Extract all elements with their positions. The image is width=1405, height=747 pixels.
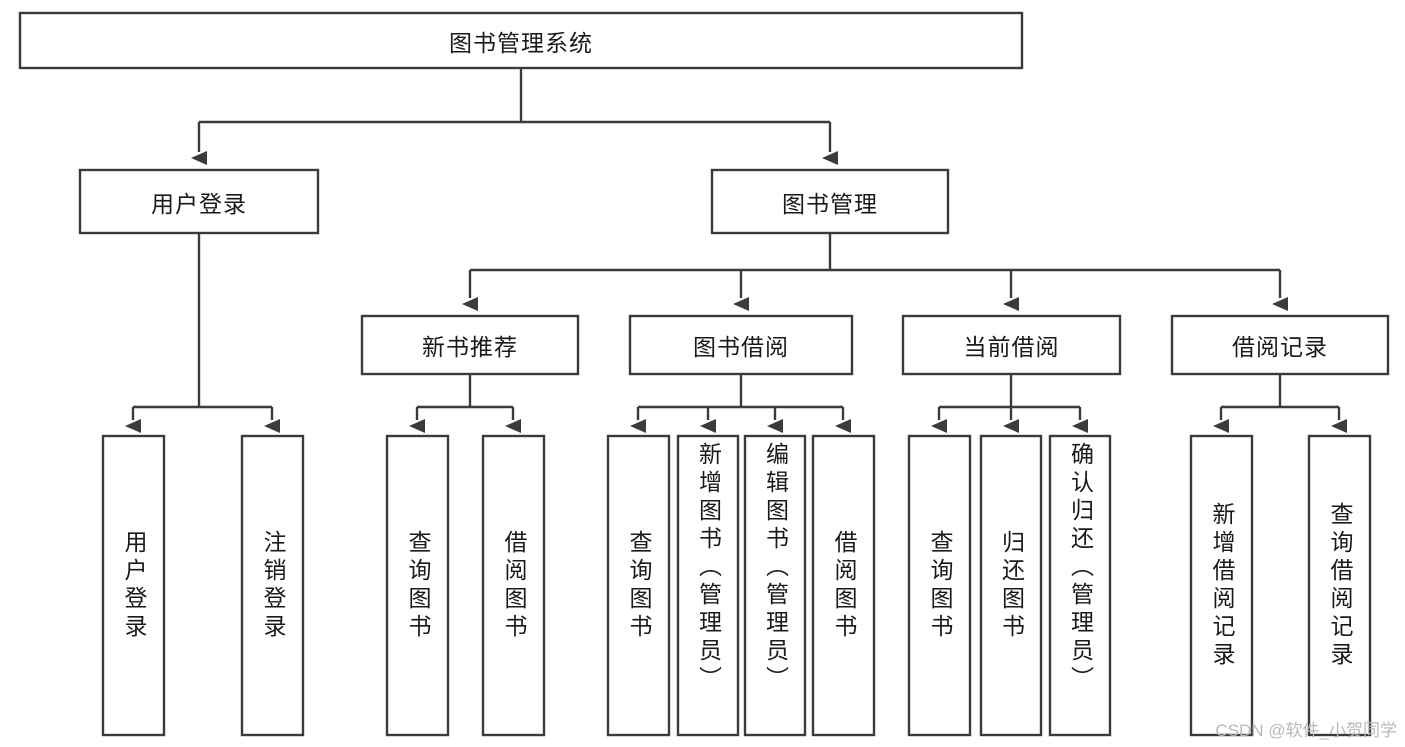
node-leaf-add-borrow-record-box[interactable] — [1189, 434, 1254, 737]
node-leaf-add-book-box[interactable] — [676, 434, 740, 737]
node-leaf-borrow-book-recommend-box[interactable] — [481, 434, 546, 737]
node-leaf-query-borrow-record-box[interactable] — [1307, 434, 1372, 737]
node-leaf-query-book-recommend-box[interactable] — [385, 434, 450, 737]
connector-group-book-manage — [462, 233, 1288, 311]
node-root-box[interactable] — [18, 11, 1024, 70]
node-leaf-borrow-book-box[interactable] — [811, 434, 876, 737]
node-book-borrow-box[interactable] — [628, 314, 854, 376]
connector-group-root — [191, 68, 838, 165]
node-leaf-edit-book-box[interactable] — [743, 434, 807, 737]
connector-group-borrow-record — [1213, 374, 1347, 433]
node-leaf-return-book-box[interactable] — [979, 434, 1043, 737]
node-leaf-query-book-borrow-box[interactable] — [606, 434, 671, 737]
node-leaf-query-book-current-box[interactable] — [907, 434, 972, 737]
connector-group-current-borrow — [931, 374, 1088, 433]
node-leaf-user-login-box[interactable] — [101, 434, 166, 737]
connector-group-user-login — [125, 233, 280, 433]
node-user-login-box[interactable] — [78, 168, 320, 235]
connector-group-new-book-recommend — [409, 374, 521, 433]
node-borrow-record-box[interactable] — [1170, 314, 1390, 376]
node-new-book-recommend-box[interactable] — [360, 314, 580, 376]
node-leaf-logout-login-box[interactable] — [240, 434, 305, 737]
node-leaf-confirm-return-box[interactable] — [1048, 434, 1112, 737]
node-current-borrow-box[interactable] — [901, 314, 1122, 376]
node-book-manage-box[interactable] — [710, 168, 950, 235]
connector-group-book-borrow — [630, 374, 851, 433]
